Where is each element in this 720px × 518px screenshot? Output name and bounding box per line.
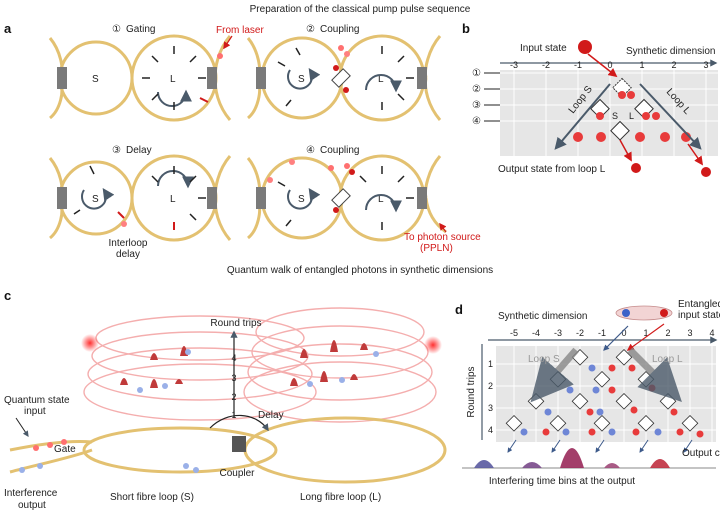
step-4-num: ④ (306, 145, 315, 156)
d-output-label: Output c (682, 448, 720, 459)
gate-box (57, 67, 67, 89)
gate-label: Gate (54, 444, 76, 455)
panel-a-coupling-1: ② Coupling S L (246, 24, 442, 122)
panel-b-xticks: -3 -2 -1 0 1 2 3 (510, 60, 709, 70)
d-loop-l-label: Loop L (652, 354, 683, 365)
d-synthetic-dimension-label: Synthetic dimension (498, 311, 588, 322)
top-title: Preparation of the classical pump pulse … (250, 4, 471, 15)
rt-tick-3: 3 (231, 373, 236, 383)
b-s-label: S (612, 111, 618, 121)
photon-source-label-2: (PPLN) (420, 243, 453, 254)
loop-s-label-3: S (92, 194, 99, 205)
step-2-name: Coupling (320, 24, 359, 35)
panel-a-delay: ③ Delay S L Interloop delay (48, 145, 232, 260)
panel-d-letter: d (455, 302, 463, 317)
loop-l-label-3: L (170, 194, 176, 205)
coupler-label: Coupler (219, 468, 255, 479)
quantum-input-label-2: input (24, 406, 46, 417)
photon-source-label-1: To photon source (404, 232, 481, 243)
d-rt-1: 1 (488, 359, 493, 369)
rt-tick-2: 2 (231, 392, 236, 402)
loop-l-label-4: L (378, 194, 384, 205)
loop-s-label-2: S (298, 74, 305, 85)
panel-b-rows: ① ② ③ ④ (472, 68, 500, 127)
b-xtick: -2 (542, 60, 550, 70)
step-4-name: Coupling (320, 145, 359, 156)
coupler-device (232, 436, 246, 452)
loop-s-label-4: S (298, 194, 305, 205)
d-xtick: 4 (709, 328, 714, 338)
long-loop-label: Long fibre loop (L) (300, 492, 381, 503)
quantum-input-label-1: Quantum state (4, 395, 70, 406)
b-row-label: ③ (472, 100, 481, 111)
d-xtick: 0 (621, 328, 626, 338)
b-row-label: ② (472, 84, 481, 95)
b-xtick: -3 (510, 60, 518, 70)
input-state-dot (578, 40, 592, 54)
interloop-label-1: Interloop (109, 238, 148, 249)
d-xtick: 2 (665, 328, 670, 338)
interloop-label-2: delay (116, 249, 140, 260)
d-xtick: -5 (510, 328, 518, 338)
d-xtick: -1 (598, 328, 606, 338)
b-row-label: ① (472, 68, 481, 79)
interference-label-1: Interference (4, 488, 58, 499)
d-rt-2: 2 (488, 381, 493, 391)
panel-a-coupling-2: ④ Coupling S L To photon source (PPLN) (246, 145, 481, 254)
b-xtick: 2 (671, 60, 676, 70)
b-xtick: 1 (639, 60, 644, 70)
d-xtick: -2 (576, 328, 584, 338)
panel-b: b Input state Synthetic dimension -3 -2 -1… (462, 21, 718, 177)
from-laser-label: From laser (216, 25, 264, 36)
short-loop-label: Short fibre loop (S) (110, 492, 194, 503)
step-2-num: ② (306, 24, 315, 35)
loop-l-label: L (170, 74, 176, 85)
round-trips-label: Round trips (210, 318, 261, 329)
panel-b-letter: b (462, 21, 470, 36)
loop-s-label: S (92, 74, 99, 85)
d-rt-4: 4 (488, 425, 493, 435)
d-loop-s-label: Loop S (528, 354, 560, 365)
input-state-label: Input state (520, 43, 567, 54)
d-xtick: 1 (643, 328, 648, 338)
b-xtick: 0 (607, 60, 612, 70)
entangled-label-1: Entangled (678, 299, 720, 310)
b-row-label: ④ (472, 116, 481, 127)
step-3-num: ③ (112, 145, 121, 156)
output-state-label: Output state from loop L (498, 164, 606, 175)
step-1-name: Gating (126, 24, 155, 35)
b-l-label: L (629, 111, 634, 121)
entangled-label-2: input state (678, 310, 720, 321)
interference-label-2: output (18, 500, 46, 511)
panel-d: d Synthetic dimension Entangled input st… (455, 299, 720, 487)
interfering-label: Interfering time bins at the output (489, 476, 635, 487)
short-fibre-loop (82, 426, 278, 474)
panel-c: c Roun (4, 288, 447, 511)
d-round-trips-label: Round trips (466, 366, 477, 417)
panel-a-letter: a (4, 21, 12, 36)
b-xtick: 3 (703, 60, 708, 70)
d-xtick: -3 (554, 328, 562, 338)
loop-l-label-2: L (378, 74, 384, 85)
b-xtick: -1 (574, 60, 582, 70)
rt-tick-1: 1 (231, 410, 236, 420)
d-rt-3: 3 (488, 403, 493, 413)
step-3-name: Delay (126, 145, 152, 156)
step-1-num: ① (112, 24, 121, 35)
synthetic-dimension-label: Synthetic dimension (626, 46, 716, 57)
rt-tick-4: 4 (231, 353, 236, 363)
panel-d-xticks: -5 -4 -3 -2 -1 0 1 2 3 4 (510, 328, 715, 338)
delay-label: Delay (258, 410, 284, 421)
panel-c-letter: c (4, 288, 11, 303)
d-xtick: -4 (532, 328, 540, 338)
d-xtick: 3 (687, 328, 692, 338)
coupler-box (207, 67, 217, 89)
panel-a-gating: ① Gating S L From laser (48, 24, 264, 122)
mid-title: Quantum walk of entangled photons in syn… (227, 265, 493, 276)
